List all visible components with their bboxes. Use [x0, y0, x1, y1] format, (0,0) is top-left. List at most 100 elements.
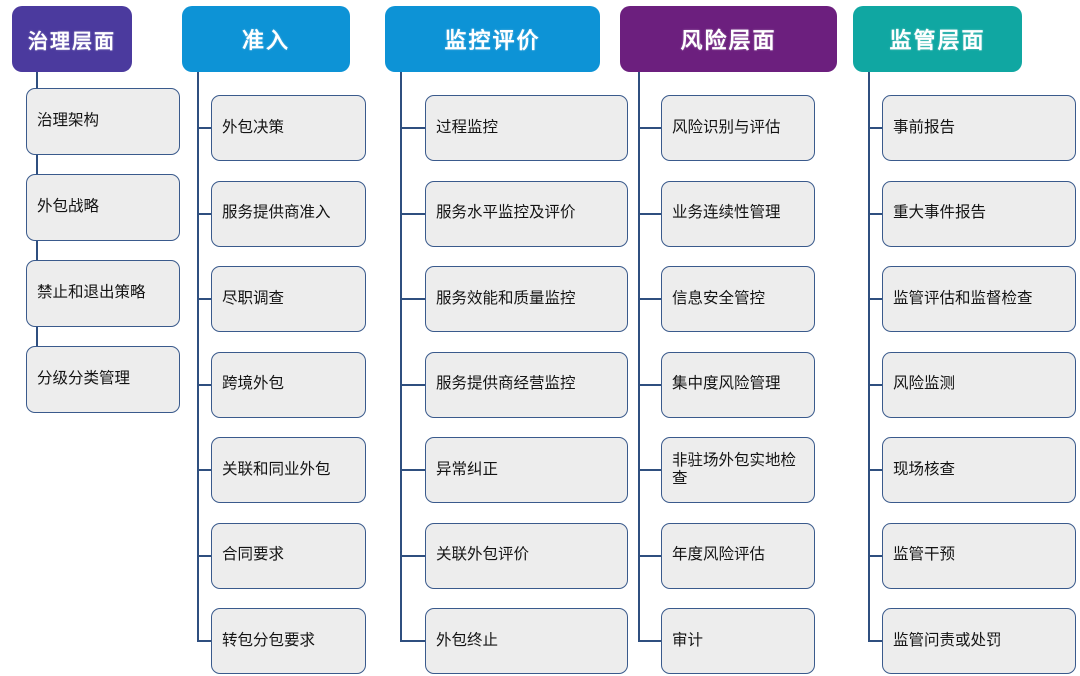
- column-header-admission: 准入: [182, 6, 350, 72]
- node-label: 外包终止: [436, 631, 499, 649]
- node-label: 关联和同业外包: [222, 460, 331, 478]
- node-monitoring-2[interactable]: 服务效能和质量监控: [425, 266, 628, 332]
- node-label: 信息安全管控: [672, 289, 766, 307]
- node-label: 尽职调查: [222, 289, 285, 307]
- connector-branch: [400, 640, 425, 642]
- column-header-risk: 风险层面: [620, 6, 837, 72]
- connector-branch: [400, 127, 425, 129]
- node-label: 监管干预: [893, 546, 956, 564]
- node-label: 转包分包要求: [222, 631, 316, 649]
- connector-trunk-monitoring: [400, 72, 402, 641]
- connector-branch: [638, 298, 661, 300]
- node-supervision-0[interactable]: 事前报告: [882, 95, 1076, 161]
- column-header-supervision: 监管层面: [853, 6, 1022, 72]
- column-header-governance: 治理层面: [12, 6, 132, 72]
- node-risk-1[interactable]: 业务连续性管理: [661, 180, 815, 247]
- node-label: 异常纠正: [436, 460, 499, 478]
- connector-branch: [197, 554, 211, 557]
- node-supervision-6[interactable]: 监管问责或处罚: [882, 608, 1076, 674]
- node-governance-2[interactable]: 禁止和退出策略: [26, 260, 180, 327]
- connector-branch: [197, 640, 211, 642]
- connector-branch: [868, 469, 882, 471]
- node-label: 关联外包评价: [436, 546, 530, 564]
- connector-branch: [638, 469, 661, 471]
- node-label: 外包决策: [222, 118, 285, 136]
- connector-branch: [868, 383, 882, 386]
- node-admission-5[interactable]: 合同要求: [211, 522, 366, 589]
- connector-branch: [638, 127, 661, 129]
- node-risk-6[interactable]: 审计: [661, 608, 815, 674]
- node-label: 服务水平监控及评价: [436, 204, 576, 222]
- node-monitoring-6[interactable]: 外包终止: [425, 608, 628, 674]
- connector-trunk-admission: [197, 72, 199, 641]
- node-risk-2[interactable]: 信息安全管控: [661, 266, 815, 332]
- node-label: 过程监控: [436, 118, 499, 136]
- node-label: 集中度风险管理: [672, 375, 781, 393]
- connector-branch: [197, 383, 211, 386]
- node-risk-5[interactable]: 年度风险评估: [661, 522, 815, 589]
- connector-branch: [638, 383, 661, 386]
- node-label: 治理架构: [37, 112, 100, 130]
- node-governance-1[interactable]: 外包战略: [26, 174, 180, 241]
- connector-branch: [197, 127, 211, 129]
- node-governance-3[interactable]: 分级分类管理: [26, 346, 180, 413]
- node-label: 审计: [672, 631, 704, 649]
- connector-branch: [400, 469, 425, 471]
- connector-branch: [638, 640, 661, 642]
- node-label: 合同要求: [222, 546, 285, 564]
- node-label: 服务提供商经营监控: [436, 375, 576, 393]
- node-supervision-3[interactable]: 风险监测: [882, 351, 1076, 418]
- node-supervision-2[interactable]: 监管评估和监督检查: [882, 266, 1076, 332]
- node-label: 年度风险评估: [672, 546, 766, 564]
- connector-trunk-supervision: [868, 72, 870, 641]
- node-supervision-5[interactable]: 监管干预: [882, 522, 1076, 589]
- node-admission-0[interactable]: 外包决策: [211, 95, 366, 161]
- node-monitoring-5[interactable]: 关联外包评价: [425, 522, 628, 589]
- connector-branch: [400, 298, 425, 300]
- node-supervision-4[interactable]: 现场核查: [882, 437, 1076, 503]
- connector-branch: [400, 383, 425, 386]
- node-label: 风险监测: [893, 375, 956, 393]
- connector-branch: [197, 298, 211, 300]
- node-governance-0[interactable]: 治理架构: [26, 88, 180, 155]
- node-label: 外包战略: [37, 198, 100, 216]
- column-header-monitoring: 监控评价: [385, 6, 600, 72]
- node-label: 风险识别与评估: [672, 118, 781, 136]
- connector-branch: [638, 212, 661, 215]
- node-monitoring-0[interactable]: 过程监控: [425, 95, 628, 161]
- node-admission-2[interactable]: 尽职调查: [211, 266, 366, 332]
- connector-branch: [868, 127, 882, 129]
- node-label: 服务效能和质量监控: [436, 289, 576, 307]
- node-label: 重大事件报告: [893, 204, 987, 222]
- node-label: 事前报告: [893, 118, 956, 136]
- node-monitoring-4[interactable]: 异常纠正: [425, 437, 628, 503]
- node-label: 非驻场外包实地检查: [672, 451, 797, 487]
- node-risk-3[interactable]: 集中度风险管理: [661, 351, 815, 418]
- node-admission-3[interactable]: 跨境外包: [211, 351, 366, 418]
- connector-branch: [197, 469, 211, 471]
- node-monitoring-1[interactable]: 服务水平监控及评价: [425, 180, 628, 247]
- node-label: 禁止和退出策略: [37, 284, 146, 302]
- connector-branch: [868, 554, 882, 557]
- node-label: 服务提供商准入: [222, 204, 331, 222]
- connector-branch: [400, 554, 425, 557]
- node-admission-1[interactable]: 服务提供商准入: [211, 180, 366, 247]
- connector-branch: [197, 212, 211, 215]
- node-supervision-1[interactable]: 重大事件报告: [882, 180, 1076, 247]
- node-label: 监管评估和监督检查: [893, 289, 1033, 307]
- node-admission-6[interactable]: 转包分包要求: [211, 608, 366, 674]
- node-monitoring-3[interactable]: 服务提供商经营监控: [425, 351, 628, 418]
- node-admission-4[interactable]: 关联和同业外包: [211, 437, 366, 503]
- connector-branch: [868, 298, 882, 300]
- connector-branch: [400, 212, 425, 215]
- connector-branch: [868, 212, 882, 215]
- connector-trunk-risk: [638, 72, 640, 641]
- node-risk-4[interactable]: 非驻场外包实地检查: [661, 437, 815, 503]
- node-label: 跨境外包: [222, 375, 285, 393]
- node-label: 现场核查: [893, 460, 956, 478]
- node-label: 业务连续性管理: [672, 204, 781, 222]
- node-label: 监管问责或处罚: [893, 631, 1002, 649]
- connector-branch: [868, 640, 882, 642]
- node-risk-0[interactable]: 风险识别与评估: [661, 95, 815, 161]
